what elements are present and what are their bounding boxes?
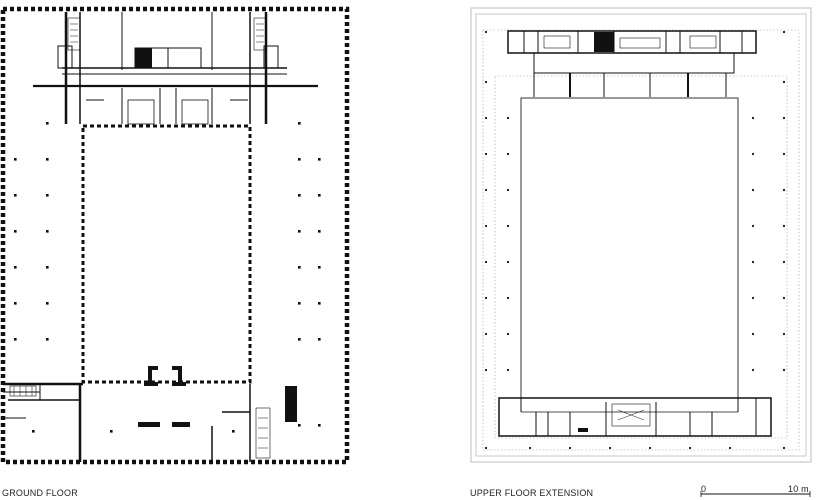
ground-floor-north-core bbox=[33, 12, 318, 125]
upper-floor-south-wing bbox=[498, 397, 772, 437]
upper-floor-dotted-grid-outer bbox=[482, 29, 800, 451]
ground-floor-column-grid bbox=[14, 122, 321, 433]
scale-bar-end-label: 10 m bbox=[788, 484, 809, 494]
upper-floor-dotted-grid-inner bbox=[494, 75, 788, 439]
upper-floor-column-grid bbox=[484, 30, 786, 450]
upper-floor-north-solid-block bbox=[594, 32, 614, 52]
ground-floor-south-zone bbox=[3, 382, 271, 462]
scale-bar-start-label: 0 bbox=[701, 484, 707, 494]
upper-floor-roof-edge bbox=[475, 13, 807, 457]
upper-floor-site-outline bbox=[470, 7, 812, 463]
ground-floor-plan bbox=[0, 6, 350, 465]
ground-floor-label: GROUND FLOOR bbox=[2, 488, 78, 498]
upper-floor-label: UPPER FLOOR EXTENSION bbox=[470, 488, 594, 498]
ground-floor-courtyard bbox=[81, 124, 252, 384]
scale-bar bbox=[700, 491, 811, 497]
upper-floor-plan bbox=[470, 7, 812, 463]
upper-floor-north-wing bbox=[507, 30, 757, 97]
upper-floor-courtyard bbox=[520, 97, 739, 399]
ground-floor-north-solid-block bbox=[135, 48, 152, 68]
ground-floor-outer-wall bbox=[0, 6, 350, 465]
ground-floor-south-solid-elements bbox=[138, 366, 297, 427]
